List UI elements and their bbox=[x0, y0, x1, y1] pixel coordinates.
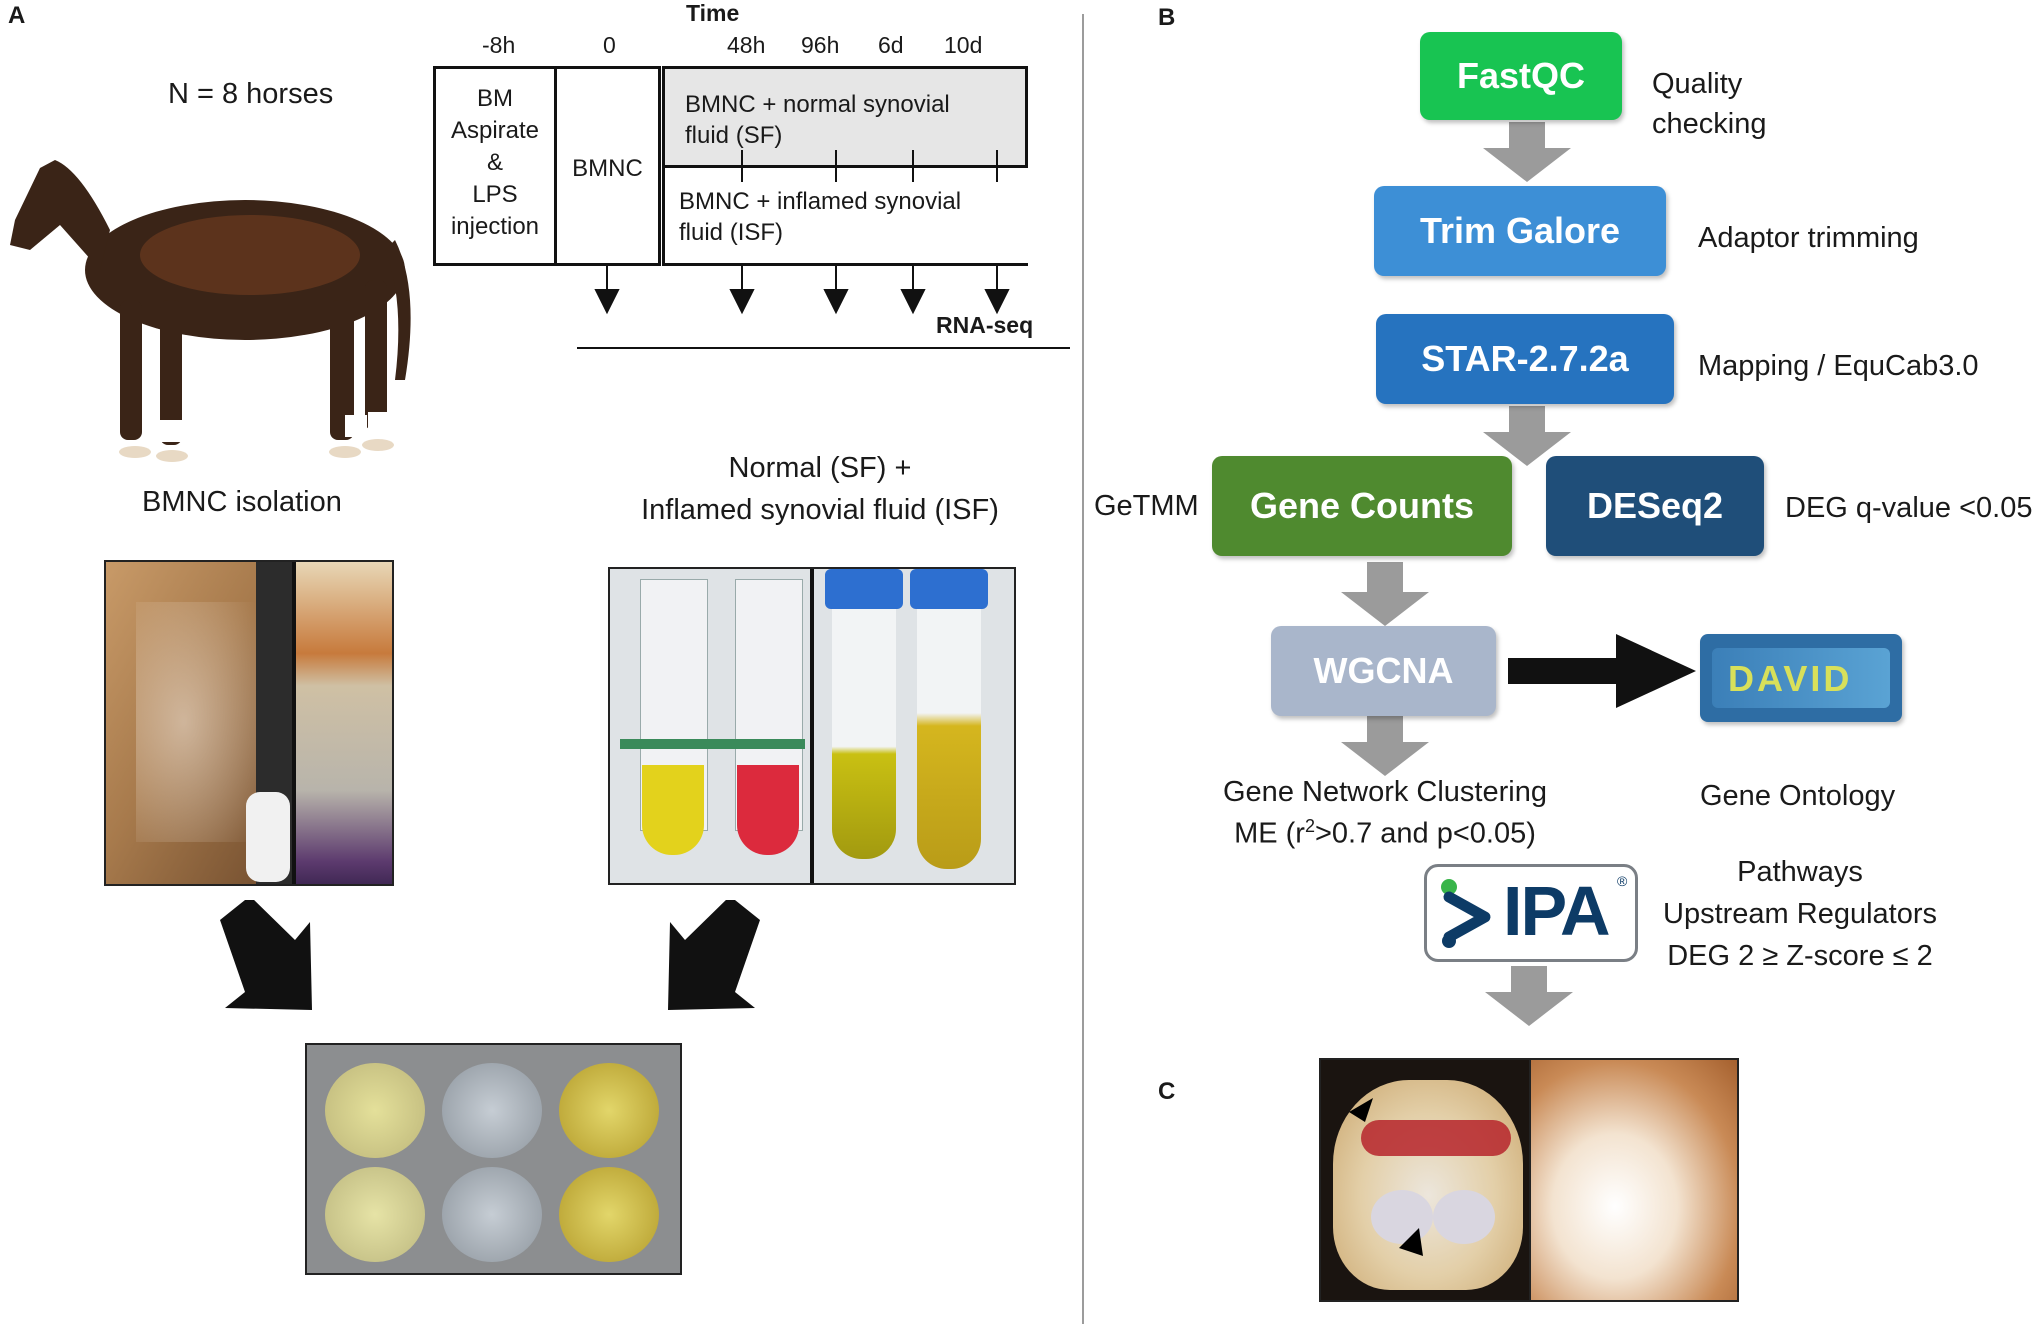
sf-line-1: BMNC + normal synovial bbox=[685, 91, 950, 118]
timeline-box-bm-aspirate: BM Aspirate & LPS injection bbox=[433, 66, 557, 266]
rnaseq-label: RNA-seq bbox=[936, 312, 1034, 338]
bm-line-2: Aspirate bbox=[450, 117, 540, 144]
synovial-fluid-tubes-photo bbox=[608, 567, 1016, 885]
fastqc-note-2: checking bbox=[1652, 108, 1767, 140]
tick-minus8h: -8h bbox=[482, 32, 516, 58]
deseq2-note: DEG q-value <0.05 bbox=[1785, 492, 2033, 524]
ipa-logo-text: IPA bbox=[1503, 872, 1610, 950]
star-box: STAR-2.7.2a bbox=[1376, 314, 1674, 404]
fastqc-box: FastQC bbox=[1420, 32, 1622, 120]
histology-image bbox=[1531, 1060, 1737, 1300]
timeline-box-bmnc: BMNC bbox=[554, 66, 661, 266]
getmm-label: GeTMM bbox=[1094, 490, 1199, 522]
sf-caption-2: Inflamed synovial fluid (ISF) bbox=[641, 494, 999, 526]
me-threshold-label: ME (r2>0.7 and p<0.05) bbox=[1160, 816, 1610, 851]
tick-6d: 6d bbox=[878, 32, 904, 58]
panel-letter-b: B bbox=[1158, 4, 1176, 31]
tick-10d: 10d bbox=[944, 32, 983, 58]
bmnc-label: BMNC bbox=[572, 155, 643, 182]
timeline-arrows bbox=[577, 150, 1070, 349]
horse-image bbox=[10, 160, 411, 462]
gene-network-clustering-label: Gene Network Clustering bbox=[1223, 776, 1547, 808]
timeline-title: Time bbox=[686, 0, 740, 26]
star-note: Mapping / EquCab3.0 bbox=[1698, 350, 1979, 382]
bone-marrow-aspirate-photo bbox=[104, 560, 394, 886]
me-superscript: 2 bbox=[1304, 816, 1315, 836]
fastqc-note-1: Quality bbox=[1652, 68, 1743, 100]
ipa-logo: IPA ® bbox=[1424, 864, 1638, 962]
n-horses-label: N = 8 horses bbox=[168, 78, 334, 110]
isf-line-2: fluid (ISF) bbox=[679, 219, 784, 246]
sf-line-2: fluid (SF) bbox=[685, 122, 783, 149]
isf-line-1: BMNC + inflamed synovial bbox=[679, 188, 962, 215]
ipa-note-1: Pathways bbox=[1737, 856, 1863, 888]
bm-line-4: LPS bbox=[472, 181, 518, 208]
ipa-logo-mark bbox=[1441, 879, 1491, 948]
joint-photo bbox=[1321, 1060, 1529, 1300]
pipeline-arrows bbox=[1341, 122, 1696, 1026]
deseq2-box: DESeq2 bbox=[1546, 456, 1764, 556]
timeline-box-sf: BMNC + normal synovial fluid (SF) bbox=[662, 66, 1028, 168]
bm-line-3: & bbox=[486, 149, 503, 176]
sf-caption-1: Normal (SF) + bbox=[728, 452, 912, 484]
tick-48h: 48h bbox=[727, 32, 766, 58]
arrows-to-plate bbox=[220, 900, 760, 1010]
bmnc-isolation-label: BMNC isolation bbox=[142, 486, 342, 518]
culture-plate-photo bbox=[305, 1043, 682, 1275]
panel-letter-a: A bbox=[8, 2, 26, 29]
panel-divider bbox=[1082, 14, 1084, 1324]
trim-galore-note: Adaptor trimming bbox=[1698, 222, 1919, 254]
trim-galore-box: Trim Galore bbox=[1374, 186, 1666, 276]
arrowhead-markers bbox=[1349, 1098, 1423, 1256]
tick-0: 0 bbox=[603, 32, 616, 58]
ipa-note-3: DEG 2 ≥ Z-score ≤ 2 bbox=[1667, 940, 1933, 972]
panel-c-images bbox=[1319, 1058, 1739, 1302]
bm-line-5: injection bbox=[450, 213, 540, 240]
david-logo: DAVID bbox=[1700, 634, 1902, 722]
ipa-registered: ® bbox=[1617, 873, 1628, 889]
wgcna-box: WGCNA bbox=[1271, 626, 1496, 716]
gene-ontology-label: Gene Ontology bbox=[1700, 780, 1896, 812]
bm-line-1: BM bbox=[477, 85, 513, 112]
timeline-box-isf: BMNC + inflamed synovial fluid (ISF) bbox=[662, 165, 1028, 266]
panel-letter-c: C bbox=[1158, 1078, 1176, 1105]
tick-96h: 96h bbox=[801, 32, 840, 58]
gene-counts-box: Gene Counts bbox=[1212, 456, 1512, 556]
ipa-note-2: Upstream Regulators bbox=[1663, 898, 1937, 930]
me-part-b: >0.7 and p<0.05) bbox=[1314, 817, 1536, 850]
me-part-a: ME (r bbox=[1234, 817, 1305, 850]
david-logo-text: DAVID bbox=[1728, 658, 1853, 699]
